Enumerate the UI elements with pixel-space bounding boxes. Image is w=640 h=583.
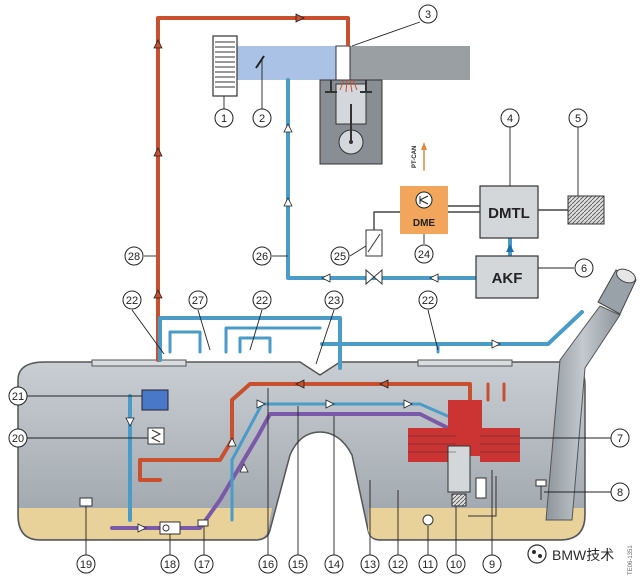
dust-filter [567,195,605,225]
callout-3: 3 [425,9,431,21]
callout-22c: 22 [422,295,434,307]
callout-20: 20 [12,433,24,445]
callout-23: 23 [328,295,340,307]
supply-module [141,389,169,445]
engine-cylinder [319,79,383,165]
intake-manifold [227,45,470,81]
filler-neck [545,268,637,521]
document-id: TE06-1351 [628,545,634,575]
fuel-pump-unit [408,400,520,526]
callout-15: 15 [292,559,304,571]
callout-16: 16 [262,559,274,571]
throttle-valve [255,55,265,69]
watermark-text: BMW技术 [552,547,614,563]
akf-label: AKF [492,270,523,287]
callout-24: 24 [418,249,430,261]
callout-14: 14 [328,559,340,571]
level-sensor [535,479,547,500]
callout-19: 19 [80,559,92,571]
callout-1: 1 [221,113,227,125]
callout-27: 27 [192,295,204,307]
callout-12: 12 [392,559,404,571]
callout-7: 7 [617,433,623,445]
callout-28: 28 [128,251,140,263]
dmtl-label: DMTL [488,205,530,222]
callout-9: 9 [489,559,495,571]
callout-2: 2 [259,113,265,125]
fuel-level-left [19,508,272,539]
clip-17 [197,519,209,527]
callout-10: 10 [450,559,462,571]
dme-label: DME [413,218,436,229]
callout-5: 5 [575,113,581,125]
callout-13: 13 [364,559,376,571]
callout-leaders [26,21,625,555]
callout-17: 17 [198,559,210,571]
tank-vent-valve [365,229,383,286]
callout-22b: 22 [256,295,268,307]
dmtl-pump: DMTL [479,185,539,252]
check-valve-18 [159,521,181,535]
callout-22a: 22 [126,295,138,307]
flow-arrows [125,13,501,533]
tank-flanges [91,359,513,367]
pipe-lines [110,16,584,530]
dme-control-unit: DME PT-CAN [400,142,448,234]
callout-18: 18 [164,559,176,571]
callout-21: 21 [12,391,24,403]
callout-25: 25 [334,251,346,263]
callout-11: 11 [422,559,433,571]
callout-4: 4 [507,113,513,125]
callout-markers: 1 2 3 4 5 6 7 8 9 10 11 12 13 14 15 16 1… [8,4,630,574]
akf-canister: AKF [475,255,539,299]
pt-can-label: PT-CAN [412,146,418,168]
callout-26: 26 [256,251,268,263]
callout-6: 6 [581,263,587,275]
watermark: BMW技术 [527,544,614,564]
fuel-level-right [368,508,584,539]
tank-sensor-19 [79,497,93,507]
air-filter [212,35,238,97]
callout-8: 8 [617,487,623,499]
